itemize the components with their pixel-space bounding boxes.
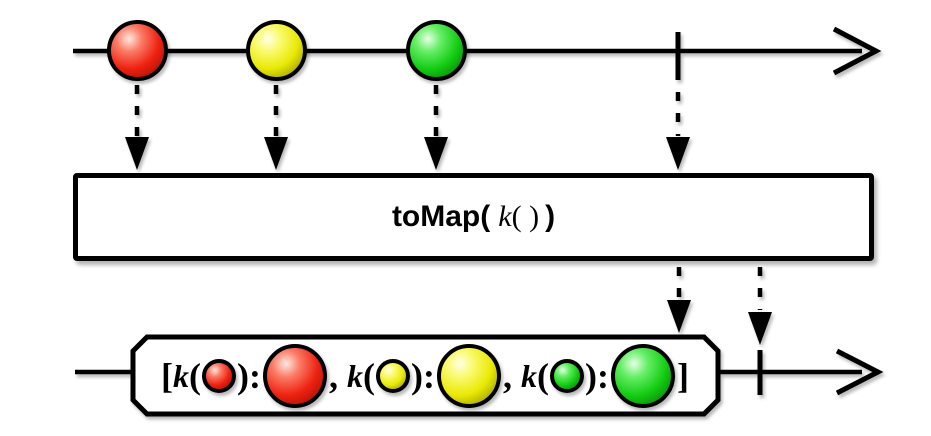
map-key-fn: k: [173, 358, 190, 394]
map-separator: ,: [502, 356, 512, 396]
map-open-paren: (: [363, 356, 375, 396]
operator-label-prefix: toMap(: [391, 200, 491, 233]
source-marble-yellow: [246, 20, 307, 81]
map-value-marble-red: [263, 344, 327, 408]
map-close-colon: ):: [584, 356, 609, 396]
map-key-fn: k: [347, 358, 363, 394]
map-key-marble-green: [549, 359, 584, 393]
source-timeline-arrowhead: [832, 26, 882, 76]
map-open-bracket: [: [161, 356, 174, 396]
output-map-content: [k():,k():,k():]: [140, 340, 710, 412]
source-marble-red: [107, 20, 168, 81]
map-close-colon: ):: [411, 356, 435, 396]
operator-label-arg-k: k: [498, 200, 512, 233]
map-value-marble-green: [610, 344, 675, 408]
map-close-colon: ):: [237, 356, 261, 396]
map-separator: ,: [329, 356, 338, 396]
dashed-arrows-into-operator: [134, 85, 681, 136]
operator-label-suffix: ): [545, 200, 556, 233]
dashed-arrows-out-of-operator: [676, 267, 763, 310]
map-close-bracket: ]: [676, 356, 689, 396]
source-marble-green: [406, 20, 467, 81]
operator-label-arg-parens: ( ): [511, 200, 540, 233]
map-open-paren: (: [536, 356, 549, 396]
map-key-marble-yellow: [376, 359, 410, 393]
dashed-arrowheads-into-operator: [125, 137, 690, 170]
map-open-paren: (: [189, 356, 202, 396]
operator-box: toMap( k ( ) ): [73, 173, 874, 261]
map-key-fn: k: [520, 358, 537, 394]
map-key-marble-red: [202, 359, 237, 393]
map-value-marble-yellow: [436, 344, 501, 408]
output-timeline-arrowhead: [835, 348, 884, 396]
dashed-arrowheads-out-of-operator: [667, 300, 772, 345]
